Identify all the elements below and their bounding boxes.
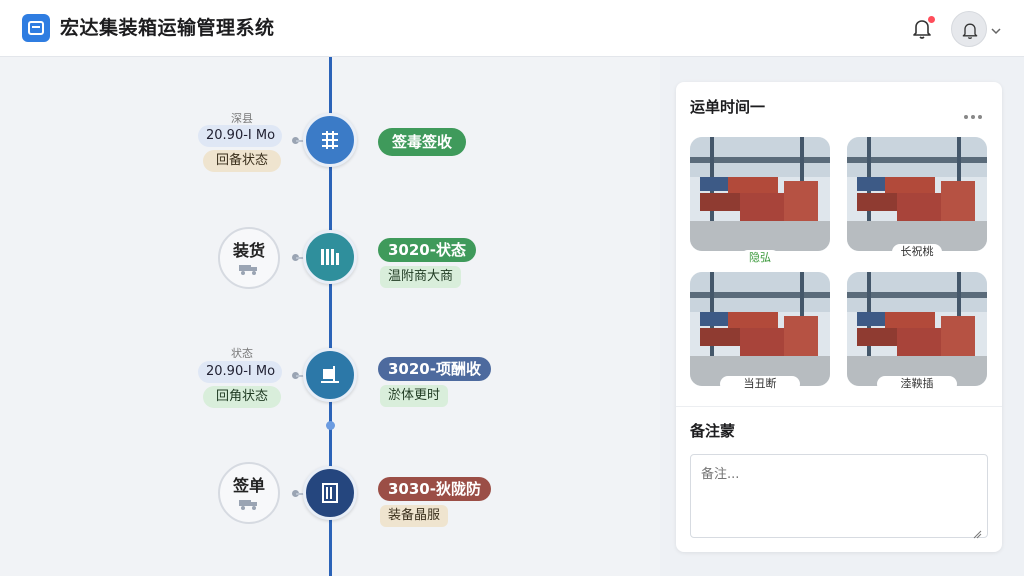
step4-status-pill[interactable]: 3030-狄陇防	[378, 477, 491, 501]
step3-caption: 状态	[231, 347, 253, 360]
step3-node[interactable]	[303, 348, 357, 402]
step3-time: 20.90-I Mo	[198, 361, 282, 383]
step1-node[interactable]	[303, 113, 357, 167]
step4-stage-label: 签单	[232, 476, 265, 495]
photo-thumbnail[interactable]	[690, 137, 830, 251]
step3-connector-dot	[292, 372, 299, 379]
app-logo-icon	[22, 14, 50, 42]
panel-title: 运单时间一	[690, 98, 766, 116]
truck-icon	[239, 265, 257, 275]
step2-sub-pill: 温附商大商	[380, 266, 462, 288]
notes-input[interactable]	[690, 454, 988, 538]
photo-caption: 当丑断	[720, 376, 800, 392]
container-icon	[321, 249, 339, 265]
container-yard-photo	[690, 137, 830, 251]
timeline-midpoint	[326, 421, 335, 430]
notes-title: 备注蒙	[690, 422, 736, 440]
container-yard-photo	[690, 272, 830, 386]
waybill-panel: 运单时间一 隐弘	[676, 82, 1002, 552]
notification-bell-icon[interactable]	[910, 15, 936, 42]
step3-connector	[296, 375, 306, 377]
forklift-icon	[321, 366, 339, 383]
step2-status-pill[interactable]: 3020-状态	[378, 238, 476, 262]
more-options-icon[interactable]	[964, 104, 986, 119]
step1-caption: 深县	[231, 112, 253, 125]
shipment-timeline: 深县 20.90-I Mo 回备状态 签毒签收 装货 3020-状态 温附商大商…	[0, 57, 660, 576]
photo-caption: 隐弘	[740, 250, 780, 266]
step2-connector-dot	[292, 254, 299, 261]
photo-caption: 长祝桃	[892, 244, 942, 260]
step3-status-pill[interactable]: 3020-项酬收	[378, 357, 491, 381]
panel-divider	[676, 406, 1002, 407]
app-title: 宏达集装箱运输管理系统	[60, 17, 275, 39]
photo-thumbnail[interactable]	[847, 272, 987, 386]
notification-badge	[927, 15, 936, 24]
step3-status: 回角状态	[203, 386, 281, 408]
sign-icon	[322, 131, 338, 149]
photo-thumbnail[interactable]	[690, 272, 830, 386]
step1-connector-dot	[292, 137, 299, 144]
step4-stage[interactable]: 签单	[218, 462, 280, 524]
step3-sub-pill: 淤体更时	[380, 385, 449, 407]
photo-caption: 淕鞅插	[877, 376, 957, 392]
timeline-spine	[329, 57, 332, 576]
step1-status: 回备状态	[203, 150, 281, 172]
container-yard-photo	[847, 272, 987, 386]
container-yard-photo	[847, 137, 987, 251]
step1-status-pill[interactable]: 签毒签收	[378, 128, 467, 156]
chevron-down-icon[interactable]	[990, 22, 1002, 35]
step4-sub-pill: 装备晶服	[380, 505, 449, 527]
step2-stage-label: 装货	[232, 241, 265, 260]
step4-node[interactable]	[303, 466, 357, 520]
app-header: 宏达集装箱运输管理系统	[0, 0, 1024, 57]
step1-time: 20.90-I Mo	[198, 125, 282, 147]
step4-connector	[296, 493, 306, 495]
step1-connector	[296, 140, 306, 142]
photo-thumbnail[interactable]	[847, 137, 987, 251]
document-icon	[322, 483, 338, 503]
resize-handle-icon[interactable]	[972, 524, 982, 539]
step2-stage[interactable]: 装货	[218, 227, 280, 289]
step2-connector	[296, 257, 306, 259]
user-avatar[interactable]	[951, 11, 987, 47]
truck-icon	[239, 500, 257, 510]
step2-node[interactable]	[303, 230, 357, 284]
step4-connector-dot	[292, 490, 299, 497]
